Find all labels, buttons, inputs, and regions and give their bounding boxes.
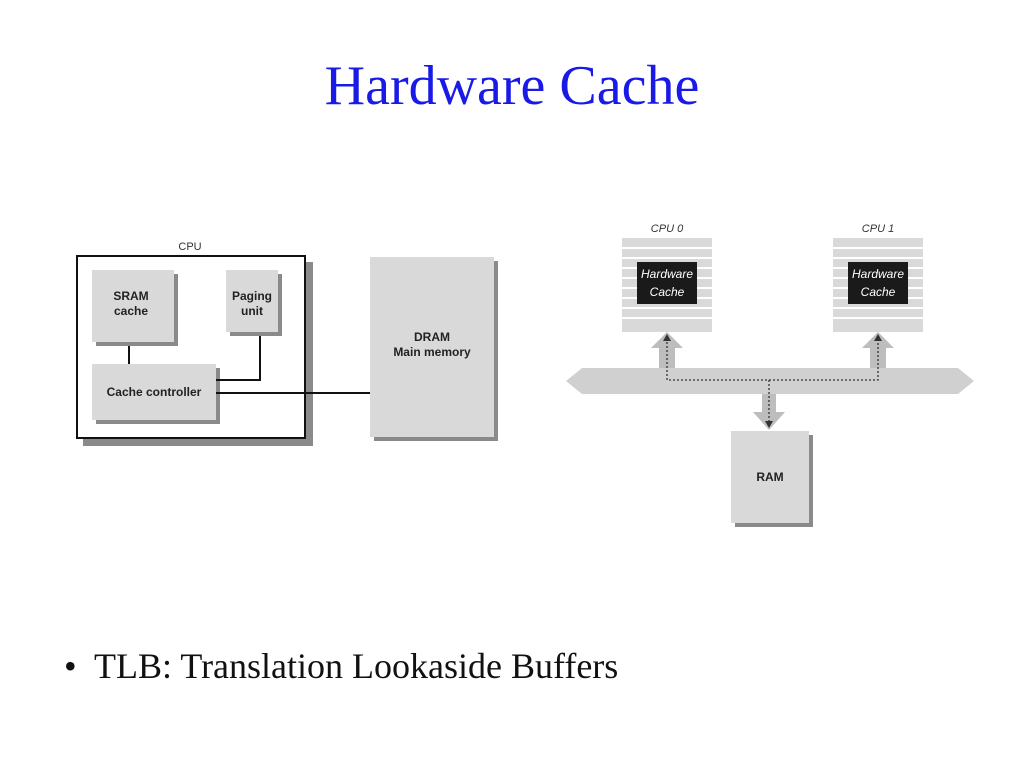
cpu1-cache-block (848, 262, 908, 304)
cpu1-cache-label: Hardware (852, 267, 904, 281)
sram-label-2: cache (114, 304, 148, 318)
cpu1-label: CPU 1 (862, 223, 894, 235)
paging-controller-link (216, 336, 261, 381)
sram-box (92, 270, 174, 342)
cpu1-bus-arrow (862, 332, 894, 368)
cpu0-label: CPU 0 (651, 223, 684, 235)
cpu1-cache-label-2: Cache (861, 285, 896, 299)
sram-label: SRAM (113, 289, 148, 303)
dram-label-2: Main memory (393, 345, 471, 359)
cpu0-cache-label-2: Cache (650, 285, 685, 299)
dram-label: DRAM (414, 330, 450, 344)
cpu-label: CPU (178, 241, 201, 253)
cpu0-cache-block (637, 262, 697, 304)
ram-box (731, 431, 809, 523)
multiprocessor-cache-diagram: Hardware Cache CPU 0 Hardware Cache CPU … (566, 223, 974, 527)
cpu-memory-diagram: CPU SRAM cache Paging unit Cache control… (76, 241, 498, 446)
bullet-dot: • (64, 646, 77, 686)
cpu0-cache-label: Hardware (641, 267, 693, 281)
bullet-text: TLB: Translation Lookaside Buffers (94, 646, 619, 686)
controller-label: Cache controller (107, 385, 202, 399)
cpu0-chip: Hardware Cache CPU 0 (612, 223, 722, 332)
cpu1-chip: Hardware Cache CPU 1 (823, 223, 933, 332)
paging-label-2: unit (241, 304, 263, 318)
coherence-path (666, 338, 879, 381)
controller-box (92, 364, 216, 420)
slide-title: Hardware Cache (324, 55, 700, 117)
ram-label: RAM (756, 470, 783, 484)
paging-box (226, 270, 278, 332)
dram-box (370, 257, 494, 437)
system-bus (566, 368, 974, 394)
paging-label: Paging (232, 289, 272, 303)
bullet-item: • TLB: Translation Lookaside Buffers (64, 648, 618, 684)
